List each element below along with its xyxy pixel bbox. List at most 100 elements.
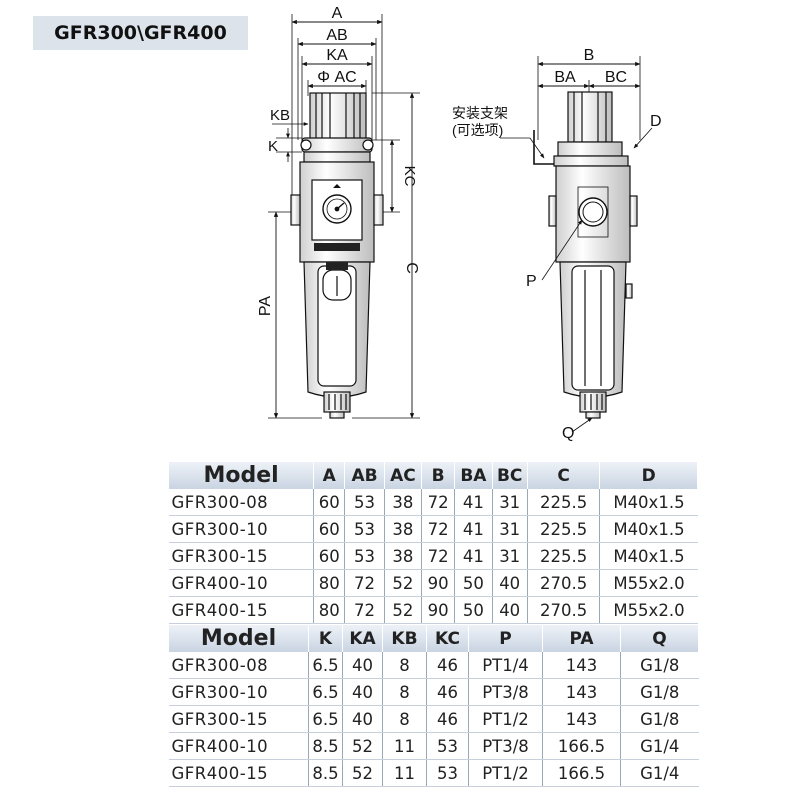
value-cell: M40x1.5 (599, 489, 698, 516)
value-cell: PT1/2 (468, 705, 543, 733)
value-cell: 40 (342, 652, 383, 679)
dim-label-ba: BA (554, 69, 576, 86)
column-header: C (526, 462, 601, 489)
value-cell: 53 (344, 489, 385, 516)
value-cell: 53 (344, 542, 385, 570)
dim-label-d: D (650, 113, 662, 130)
bracket-note-line1: 安装支架 (452, 105, 508, 121)
column-header: P (468, 625, 543, 652)
value-cell: 72 (344, 569, 385, 597)
value-cell: 31 (491, 515, 528, 543)
value-cell: M40x1.5 (599, 515, 698, 543)
value-cell: M40x1.5 (599, 542, 698, 570)
dim-label-ac: Φ AC (317, 69, 356, 86)
dim-label-kb: KB (270, 107, 290, 124)
model-cell: GFR400-10 (168, 569, 315, 597)
value-cell: 40 (342, 705, 383, 733)
column-header: KB (382, 625, 427, 652)
value-cell: 38 (383, 542, 423, 570)
model-cell: GFR300-08 (168, 652, 309, 679)
value-cell: PT1/4 (468, 652, 543, 679)
value-cell: 72 (421, 542, 456, 570)
value-cell: 6.5 (308, 705, 343, 733)
value-cell: 143 (542, 705, 621, 733)
value-cell: PT3/8 (468, 732, 543, 760)
value-cell: PT3/8 (468, 678, 543, 706)
column-header: Model (167, 462, 315, 489)
dim-label-p: P (526, 273, 537, 290)
value-cell: 8 (382, 705, 427, 733)
value-cell: G1/8 (620, 652, 699, 679)
dim-label-pa: PA (257, 296, 274, 316)
model-cell: GFR300-10 (168, 515, 315, 543)
value-cell: PT1/2 (468, 759, 543, 787)
value-cell: 72 (421, 489, 456, 516)
side-view (500, 56, 653, 433)
value-cell: 80 (313, 569, 346, 597)
value-cell: 8 (382, 678, 427, 706)
value-cell: 52 (342, 759, 383, 787)
value-cell: 53 (426, 732, 469, 760)
value-cell: 166.5 (542, 759, 621, 787)
column-header: BC (491, 462, 528, 489)
value-cell: 143 (542, 652, 621, 679)
value-cell: 270.5 (526, 569, 601, 597)
column-header: K (308, 625, 343, 652)
value-cell: 225.5 (526, 515, 601, 543)
bracket-note-line2: (可选项) (452, 122, 503, 138)
model-cell: GFR400-10 (168, 732, 309, 760)
value-cell: 41 (454, 489, 493, 516)
value-cell: 8.5 (308, 759, 343, 787)
value-cell: 6.5 (308, 678, 343, 706)
value-cell: 72 (344, 596, 385, 624)
value-cell: 41 (454, 542, 493, 570)
table-header-row: Model K KA KB KC P PA Q (168, 625, 699, 652)
column-header: KA (342, 625, 383, 652)
column-header: B (421, 462, 456, 489)
dim-label-b: B (584, 47, 595, 64)
value-cell: 72 (421, 515, 456, 543)
model-cell: GFR300-15 (168, 542, 315, 570)
value-cell: 11 (382, 732, 427, 760)
model-cell: GFR300-10 (168, 678, 309, 706)
value-cell: 270.5 (526, 596, 601, 624)
value-cell: G1/4 (620, 759, 699, 787)
value-cell: 38 (383, 489, 423, 516)
dim-label-a: A (332, 5, 343, 22)
model-cell: GFR400-15 (168, 596, 315, 624)
technical-drawing: A AB KA Φ AC KB K KC C PA (257, 5, 662, 442)
column-header: A (313, 462, 346, 489)
value-cell: 90 (421, 596, 456, 624)
value-cell: 40 (491, 569, 528, 597)
value-cell: G1/8 (620, 678, 699, 706)
dim-label-ka: KA (326, 47, 348, 64)
column-header: Q (620, 625, 699, 652)
value-cell: M55x2.0 (599, 569, 698, 597)
dim-label-bc: BC (605, 69, 627, 86)
value-cell: 60 (313, 489, 346, 516)
model-cell: GFR300-08 (168, 489, 315, 516)
value-cell: 50 (454, 569, 493, 597)
dim-label-kc: KC (401, 166, 418, 187)
column-header: Model (168, 625, 309, 652)
value-cell: 90 (421, 569, 456, 597)
value-cell: 46 (426, 652, 469, 679)
value-cell: 52 (342, 732, 383, 760)
table-header-row: Model A AB AC B BA BC C D (167, 462, 698, 489)
value-cell: 50 (454, 596, 493, 624)
value-cell: 225.5 (526, 489, 601, 516)
value-cell: G1/8 (620, 705, 699, 733)
model-cell: GFR300-15 (168, 705, 309, 733)
value-cell: 225.5 (526, 542, 601, 570)
value-cell: 143 (542, 678, 621, 706)
column-header: AB (344, 462, 385, 489)
